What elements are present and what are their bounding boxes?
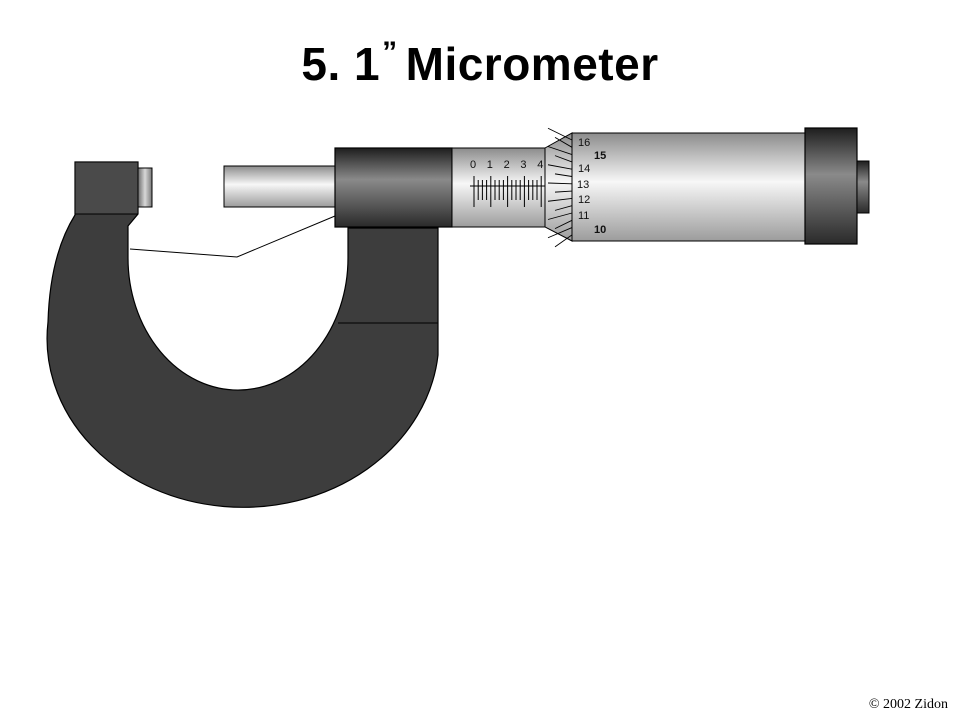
thimble-label: 11 <box>578 210 589 222</box>
thimble-label: 16 <box>578 137 590 149</box>
sleeve-label: 2 <box>504 159 510 171</box>
thimble-tick <box>554 205 573 211</box>
thimble <box>571 132 806 242</box>
thimble-tick <box>554 190 573 193</box>
title-number: 5. 1 <box>301 38 381 90</box>
thimble-tick <box>547 212 573 220</box>
ratchet-stop <box>856 160 870 214</box>
title-word: Micrometer <box>405 38 659 90</box>
sleeve-label: 0 <box>470 159 476 171</box>
spindle-lock-body <box>334 147 453 228</box>
thimble-tick <box>554 155 573 163</box>
thimble-tick <box>554 173 573 177</box>
thimble-bevel <box>544 132 573 242</box>
sleeve-label: 4 <box>537 159 543 171</box>
sleeve-ticks <box>473 176 546 207</box>
thimble-tick <box>547 127 573 141</box>
thimble-label: 12 <box>578 194 590 206</box>
thimble-label: 15 <box>594 150 606 162</box>
anvil-face <box>137 167 153 208</box>
spindle <box>223 165 337 208</box>
thimble-tick <box>547 197 573 202</box>
thimble-tick <box>554 234 573 248</box>
slide-title: 5. 1”Micrometer <box>301 36 659 90</box>
pointer-line <box>129 215 336 258</box>
sleeve-label: 3 <box>520 159 526 171</box>
anvil-block <box>74 161 139 215</box>
ratchet-collar <box>804 127 858 245</box>
thimble-tick <box>554 136 573 148</box>
sleeve-label: 1 <box>487 159 493 171</box>
thimble-tick <box>547 164 573 170</box>
thimble-labels: 16 15 14 13 12 11 10 <box>577 137 606 236</box>
thimble-tick <box>547 146 573 156</box>
thimble-tick <box>547 227 573 239</box>
micrometer-frame <box>46 161 439 508</box>
thimble-label: 14 <box>578 163 590 175</box>
copyright-notice: © 2002 Zidon <box>868 697 948 712</box>
thimble-label: 13 <box>577 179 589 191</box>
thimble-tick <box>547 182 573 185</box>
thimble-ticks <box>547 127 573 248</box>
title-block: 5. 1”Micrometer <box>0 36 960 91</box>
thimble-label: 10 <box>594 224 606 236</box>
title-inch-mark: ” <box>382 36 398 69</box>
thimble-tick <box>554 219 573 230</box>
